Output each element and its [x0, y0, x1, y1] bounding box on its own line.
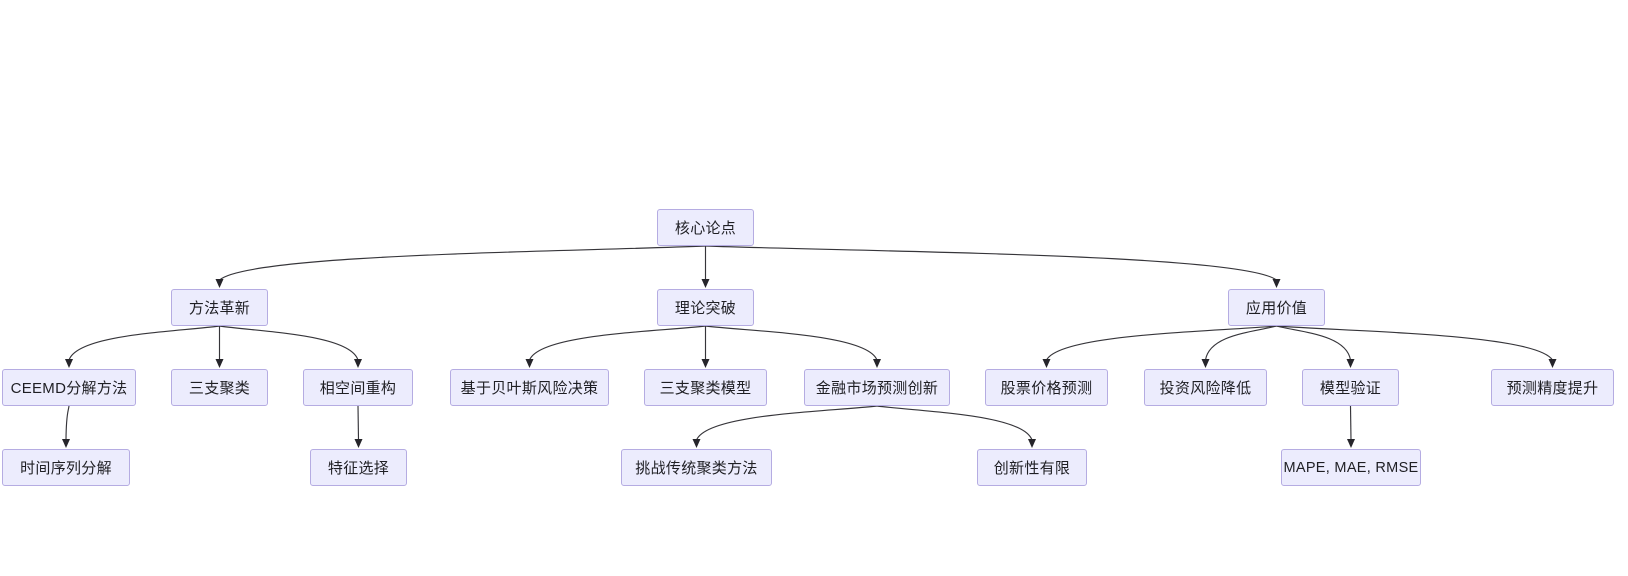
arrowhead-n_c1 [1042, 359, 1051, 368]
node-label: 挑战传统聚类方法 [635, 460, 758, 477]
node-n_c1[interactable]: 股票价格预测 [985, 369, 1108, 406]
node-n_a1a[interactable]: 时间序列分解 [2, 449, 130, 486]
arrowhead-n_b3a [692, 439, 701, 448]
edge-n_c3-to-n_c3a [1349, 405, 1352, 441]
node-label: 股票价格预测 [1000, 380, 1093, 397]
arrowhead-n_a2 [215, 359, 224, 368]
node-n_b[interactable]: 理论突破 [657, 289, 754, 326]
node-label: 三支聚类模型 [659, 380, 752, 397]
node-label: 应用价值 [1245, 300, 1308, 317]
node-label: 相空间重构 [319, 380, 397, 397]
node-n_b3b[interactable]: 创新性有限 [977, 449, 1087, 486]
node-label: 投资风险降低 [1159, 380, 1252, 397]
arrowhead-n_c2 [1201, 359, 1210, 368]
arrowhead-n_c3 [1346, 359, 1355, 368]
node-n_a1[interactable]: CEEMD分解方法 [2, 369, 136, 406]
node-n_c[interactable]: 应用价值 [1228, 289, 1325, 326]
node-n_c3a[interactable]: MAPE, MAE, RMSE [1281, 449, 1421, 486]
node-label: 模型验证 [1319, 380, 1382, 397]
edge-n_a-to-n_a3 [219, 325, 359, 361]
edge-n_c-to-n_c4 [1276, 325, 1553, 361]
node-root[interactable]: 核心论点 [657, 209, 754, 246]
node-n_b3[interactable]: 金融市场预测创新 [804, 369, 950, 406]
edge-n_b3-to-n_b3a [695, 405, 878, 441]
node-label: 方法革新 [188, 300, 251, 317]
arrowhead-n_b [701, 279, 710, 288]
node-n_c3[interactable]: 模型验证 [1302, 369, 1399, 406]
node-label: 特征选择 [327, 460, 390, 477]
edge-root-to-n_a [219, 245, 706, 281]
node-label: 创新性有限 [993, 460, 1071, 477]
node-label: 理论突破 [674, 300, 737, 317]
node-label: MAPE, MAE, RMSE [1283, 459, 1419, 476]
arrowhead-n_b1 [525, 359, 534, 368]
node-n_a2[interactable]: 三支聚类 [171, 369, 268, 406]
edge-n_a-to-n_a1 [68, 325, 220, 361]
node-n_b3a[interactable]: 挑战传统聚类方法 [621, 449, 772, 486]
edge-root-to-n_c [705, 245, 1277, 281]
node-label: 三支聚类 [188, 380, 251, 397]
edge-n_a1-to-n_a1a [65, 405, 70, 441]
arrowhead-n_a3a [354, 439, 363, 448]
edge-n_a3-to-n_a3a [357, 405, 360, 441]
node-label: 预测精度提升 [1506, 380, 1599, 397]
arrowhead-n_a3 [354, 359, 362, 368]
edge-n_b-to-n_b1 [528, 325, 706, 361]
arrowhead-n_b3b [1028, 439, 1036, 448]
node-label: 时间序列分解 [20, 460, 112, 477]
node-n_a[interactable]: 方法革新 [171, 289, 268, 326]
edge-n_b3-to-n_b3b [876, 405, 1033, 441]
arrowhead-n_a1a [62, 439, 70, 448]
node-label: 核心论点 [674, 220, 737, 237]
arrowhead-n_a1 [65, 359, 73, 368]
node-n_b2[interactable]: 三支聚类模型 [644, 369, 767, 406]
arrowhead-n_b2 [701, 359, 710, 368]
node-label: 基于贝叶斯风险决策 [460, 380, 599, 397]
node-n_c4[interactable]: 预测精度提升 [1491, 369, 1614, 406]
node-n_c2[interactable]: 投资风险降低 [1144, 369, 1267, 406]
arrowhead-n_c [1272, 279, 1281, 288]
arrowhead-n_c3a [1347, 439, 1355, 448]
node-label: CEEMD分解方法 [10, 380, 128, 397]
arrowhead-n_a [215, 279, 224, 288]
arrowhead-n_b3 [873, 359, 881, 368]
edge-n_c-to-n_c3 [1276, 325, 1352, 361]
edge-n_c-to-n_c1 [1045, 325, 1277, 361]
node-label: 金融市场预测创新 [815, 380, 939, 397]
node-n_b1[interactable]: 基于贝叶斯风险决策 [450, 369, 609, 406]
edge-n_b-to-n_b3 [705, 325, 878, 361]
edge-n_c-to-n_c2 [1204, 325, 1277, 361]
arrowhead-n_c4 [1548, 359, 1557, 368]
node-n_a3[interactable]: 相空间重构 [303, 369, 413, 406]
node-n_a3a[interactable]: 特征选择 [310, 449, 407, 486]
